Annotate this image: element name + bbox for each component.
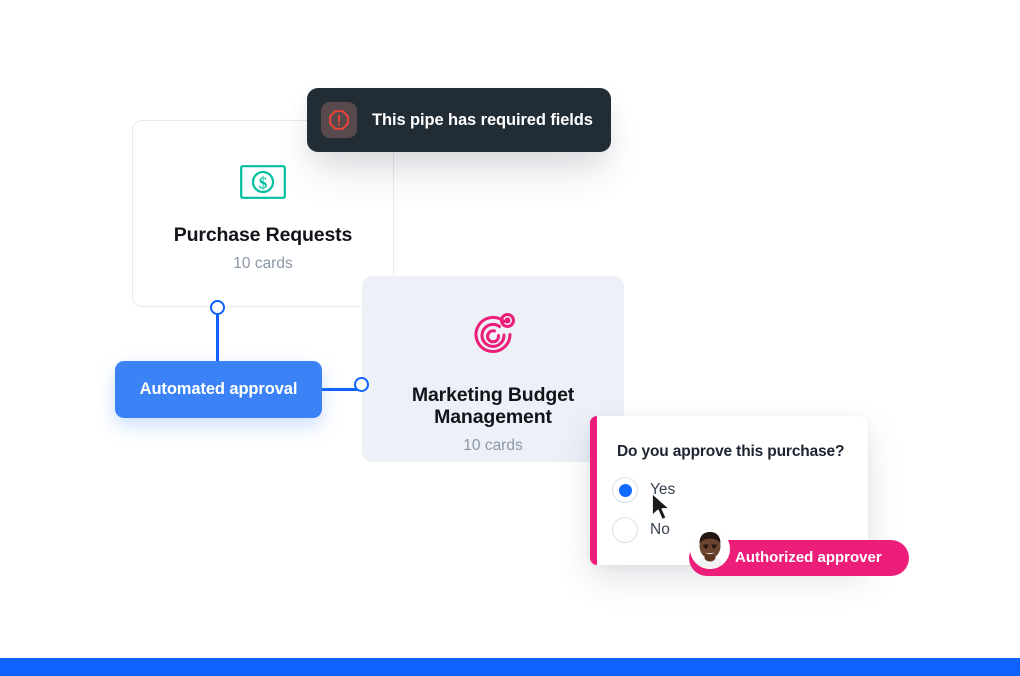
pipe-card-marketing-budget-management[interactable]: Marketing Budget Management 10 cards bbox=[362, 276, 624, 462]
radio-label-no: No bbox=[650, 521, 670, 538]
automated-approval-label: Automated approval bbox=[139, 380, 298, 398]
footer-bar bbox=[0, 658, 1020, 676]
svg-text:$: $ bbox=[259, 174, 268, 193]
radio-option-no[interactable]: No bbox=[612, 517, 670, 543]
tooltip-message: This pipe has required fields bbox=[372, 110, 593, 129]
radio-button-yes[interactable] bbox=[612, 477, 638, 503]
connector-line-horizontal bbox=[320, 388, 364, 391]
automated-approval-badge[interactable]: Automated approval bbox=[115, 361, 322, 418]
pipe-card-count: 10 cards bbox=[233, 255, 293, 272]
connector-line-vertical bbox=[216, 312, 219, 368]
alert-octagon-icon bbox=[321, 102, 357, 138]
mouse-pointer-icon bbox=[650, 492, 674, 529]
radio-button-no[interactable] bbox=[612, 517, 638, 543]
money-bill-icon: $ bbox=[240, 165, 286, 204]
authorized-approver-label: Authorized approver bbox=[735, 549, 882, 566]
pipe-card-count: 10 cards bbox=[463, 437, 523, 454]
pipe-title-line1: Marketing Budget bbox=[411, 384, 575, 406]
radio-selected-dot bbox=[618, 483, 632, 497]
radio-label-yes: Yes bbox=[650, 481, 676, 498]
required-fields-tooltip: This pipe has required fields bbox=[307, 88, 611, 152]
radio-option-yes[interactable]: Yes bbox=[612, 477, 675, 503]
connector-node-right[interactable] bbox=[354, 377, 369, 392]
approval-question: Do you approve this purchase? bbox=[617, 443, 845, 460]
avatar bbox=[690, 529, 730, 569]
connector-node-top[interactable] bbox=[210, 300, 225, 315]
pipe-title: Purchase Requests bbox=[173, 224, 353, 246]
target-radar-icon bbox=[468, 309, 518, 364]
pipe-title: Marketing Budget Management bbox=[412, 384, 574, 428]
pipe-title-line2: Management bbox=[434, 406, 552, 428]
form-accent-bar bbox=[590, 416, 597, 565]
